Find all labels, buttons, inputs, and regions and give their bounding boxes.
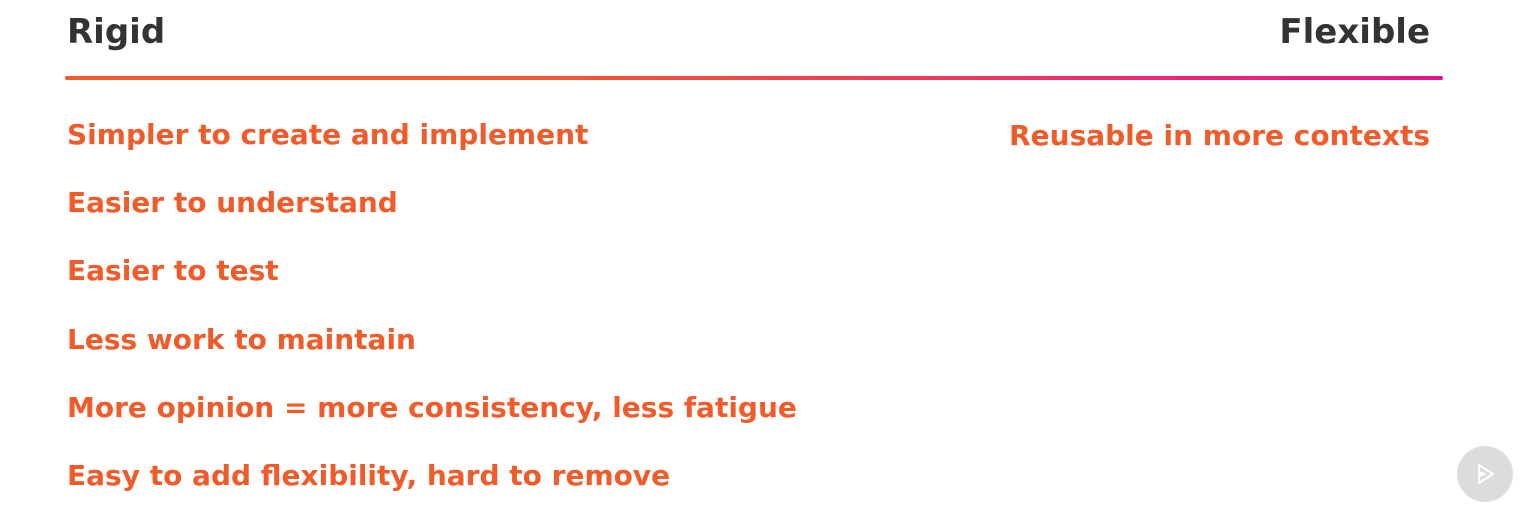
flexible-heading: Flexible <box>1279 12 1430 52</box>
rigid-point: Simpler to create and implement <box>67 118 589 151</box>
rigid-heading: Rigid <box>67 12 166 52</box>
spectrum-gradient-bar <box>65 76 1443 80</box>
rigid-point: Less work to maintain <box>67 323 416 356</box>
rigid-point: Easier to test <box>67 254 279 287</box>
rigid-point: More opinion = more consistency, less fa… <box>67 391 797 424</box>
play-icon <box>1478 464 1494 484</box>
rigid-point: Easier to understand <box>67 186 398 219</box>
play-button[interactable] <box>1457 446 1513 502</box>
flexible-point: Reusable in more contexts <box>1009 119 1430 152</box>
rigid-point: Easy to add flexibility, hard to remove <box>67 459 671 492</box>
